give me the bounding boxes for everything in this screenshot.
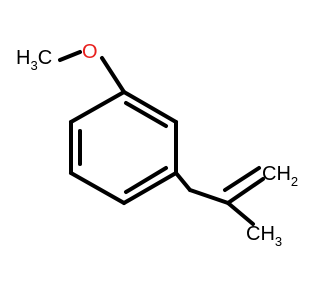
bond-ch2-alkene-c (188, 188, 230, 205)
oxygen-atom-label: O (82, 41, 98, 63)
bond-o-ring (100, 56, 126, 94)
ring-inner-bond-bottom-right (124, 166, 168, 194)
bond-alkene-double-outer (226, 177, 265, 205)
ring-bond-top-right (122, 90, 178, 124)
bonds (58, 50, 265, 226)
ring-bond-bottom-right (122, 171, 178, 205)
atom-labels: H3C O CH2 CH3 (16, 41, 298, 249)
ring-bond-top-left (69, 90, 126, 124)
methyl-bottom-label: CH3 (246, 223, 282, 249)
ring-bond-bottom-left (69, 171, 126, 205)
bond-methoxy-c-o (58, 50, 82, 62)
chemical-structure-diagram: H3C O CH2 CH3 (16, 41, 299, 249)
bond-alkene-methyl (226, 201, 255, 226)
ring-inner-bond-top-right (124, 101, 168, 128)
bond-alkene-double-inner (223, 166, 261, 192)
bond-ring-ch2 (174, 171, 192, 192)
methylene-label: CH2 (262, 163, 298, 189)
methyl-top-label: H3C (16, 47, 52, 73)
